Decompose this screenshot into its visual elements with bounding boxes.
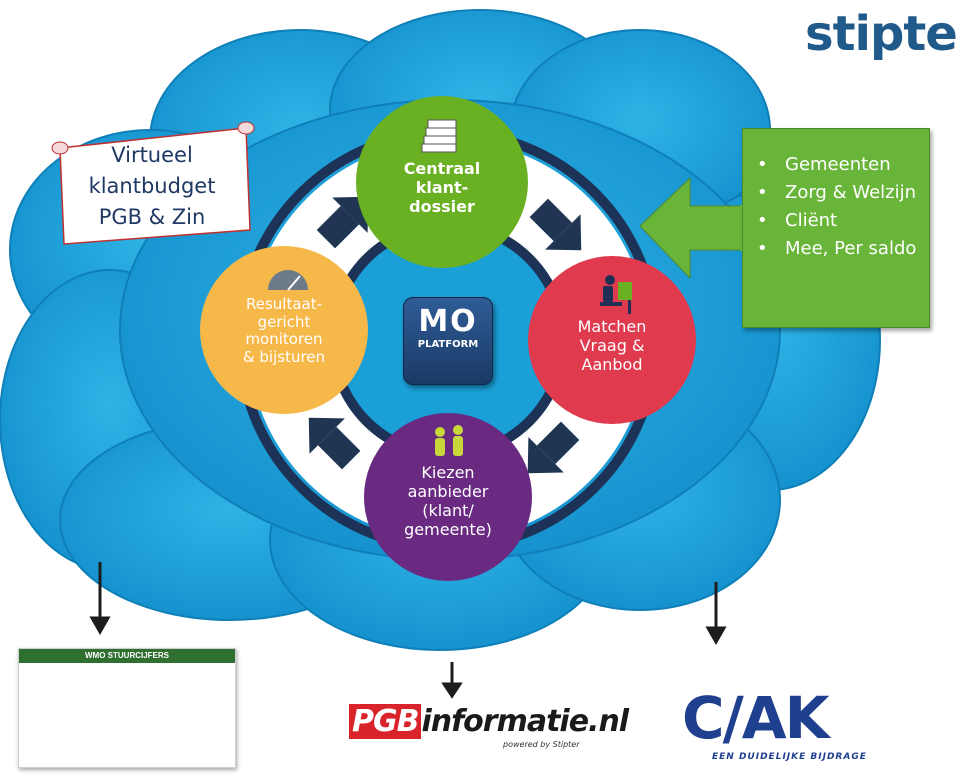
papers-icon [421,119,457,153]
scroll-line: Virtueel [111,143,193,167]
mo-title: MO [418,304,478,339]
label-line: gericht [257,312,311,331]
list-item: Zorg & Welzijn [757,179,925,207]
label-line: dossier [409,196,475,216]
cak-tagline: EEN DUIDELIJKE BIJDRAGE [712,752,867,762]
circle-kiezen [364,413,532,581]
pgb-logo-part1: PGB [349,704,422,739]
desk-worker-icon [600,275,632,314]
circle-matchen [528,256,696,424]
cycle-arrows [308,196,582,474]
label-line: Aanbod [581,354,643,374]
report-title: WMO STUURCIJFERS [19,649,235,663]
label-resultaat: Resultaat- gericht monitoren & bijsturen [218,295,350,367]
scroll-text: Virtueel klantbudget PGB & Zin [72,140,232,233]
label-kiezen: Kiezen aanbieder (klant/ gemeente) [384,463,512,540]
list-item: Mee, Per saldo [757,235,925,263]
label-line: Resultaat- [245,295,323,313]
label-line: Matchen [577,317,647,336]
label-line: Kiezen [421,463,475,482]
pgb-logo-part2: informatie.nl [421,704,629,739]
scroll-line: PGB & Zin [98,205,206,229]
pgb-powered-by: powered by Stipter [503,740,580,749]
circle-resultaat [200,246,368,414]
scroll-line: klantbudget [88,174,216,198]
label-line: (klant/ [422,500,474,520]
scroll-shape [51,121,255,245]
list-item: Gemeenten [757,151,925,179]
mo-subtitle: PLATFORM [417,339,479,350]
circle-dossier [356,96,528,268]
down-arrows [89,562,727,699]
cak-logo: C/AK [682,684,830,752]
stakeholder-box: Gemeenten Zorg & Welzijn Cliënt Mee, Per… [742,128,930,328]
people-icon [435,425,463,456]
list-item: Cliënt [757,207,925,235]
label-dossier: Centraal klant- dossier [382,159,502,217]
stipter-logo: stipter [805,6,960,62]
gauge-icon [268,270,308,291]
label-line: monitoren [245,330,323,349]
label-line: aanbieder [407,481,489,501]
label-line: gemeente) [404,519,492,539]
label-line: klant- [415,177,469,197]
label-matchen: Matchen Vraag & Aanbod [548,317,676,375]
mo-platform-badge: MO PLATFORM [403,297,493,385]
label-line: Centraal [403,159,481,178]
label-line: Vraag & [579,335,645,355]
stakeholder-list: Gemeenten Zorg & Welzijn Cliënt Mee, Per… [743,129,929,263]
label-line: & bijsturen [242,348,326,367]
wmo-report-thumbnail: WMO STUURCIJFERS [18,648,236,768]
